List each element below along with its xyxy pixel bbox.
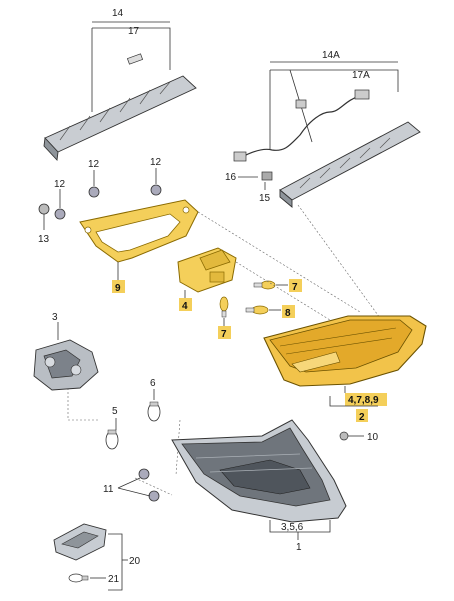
label-356-bracket bbox=[269, 520, 331, 540]
label-5-text: 5 bbox=[112, 406, 118, 417]
part-3-socket-housing bbox=[33, 339, 99, 391]
label-10: 10 bbox=[367, 432, 379, 443]
screw-12-b bbox=[150, 184, 162, 196]
clip-13 bbox=[38, 203, 50, 215]
label-9-text: 9 bbox=[115, 283, 121, 294]
label-7-a-text: 7 bbox=[292, 282, 298, 293]
bulb-7-b bbox=[219, 296, 229, 318]
label-4789: 4,7,8,9 bbox=[345, 393, 387, 406]
label-17-top: 17 bbox=[128, 26, 140, 37]
label-7-b: 7 bbox=[218, 326, 231, 340]
label-13-text: 13 bbox=[38, 234, 50, 245]
label-11-text: 11 bbox=[103, 484, 114, 495]
label-13: 13 bbox=[38, 214, 50, 245]
bulb-21 bbox=[68, 573, 89, 583]
label-2: 2 bbox=[329, 396, 378, 423]
nut-11-a bbox=[138, 468, 150, 480]
bulb-7-a bbox=[253, 280, 276, 290]
label-15: 15 bbox=[259, 182, 271, 204]
part-10-screw bbox=[339, 431, 364, 441]
label-9: 9 bbox=[112, 280, 125, 294]
part-20-bulb-holder bbox=[53, 523, 107, 561]
label-21: 21 bbox=[108, 574, 120, 585]
part-14A-bar-light bbox=[233, 69, 421, 208]
label-7-b-text: 7 bbox=[221, 329, 227, 340]
label-4: 4 bbox=[179, 298, 192, 312]
part-1-outer-tail-lamp bbox=[171, 419, 347, 523]
label-4-text: 4 bbox=[182, 301, 188, 312]
part-9-bracket bbox=[79, 199, 199, 263]
nut-11-b bbox=[148, 490, 160, 502]
screw-12-c bbox=[54, 208, 66, 220]
screw-12-a bbox=[88, 186, 100, 198]
label-12-a: 12 bbox=[88, 159, 100, 186]
label-12-b-text: 12 bbox=[150, 157, 162, 168]
label-7-a: 7 bbox=[289, 279, 302, 293]
label-3-text: 3 bbox=[52, 312, 58, 323]
label-12-c: 12 bbox=[54, 179, 66, 208]
label-3: 3 bbox=[52, 312, 59, 340]
label-20: 20 bbox=[129, 556, 141, 567]
label-16: 16 bbox=[225, 172, 258, 183]
label-15-text: 15 bbox=[259, 193, 271, 204]
label-14A: 14A bbox=[270, 50, 398, 63]
label-1: 1 bbox=[296, 542, 302, 553]
label-11: 11 bbox=[103, 477, 151, 497]
bulb-8 bbox=[245, 305, 269, 315]
label-12-b: 12 bbox=[150, 157, 162, 184]
label-12-c-text: 12 bbox=[54, 179, 66, 190]
label-8: 8 bbox=[282, 305, 295, 319]
bulb-6 bbox=[147, 401, 161, 422]
label-12-a-text: 12 bbox=[88, 159, 100, 170]
part-4-lamp-module bbox=[177, 247, 237, 293]
label-8-text: 8 bbox=[285, 308, 291, 319]
label-6-text: 6 bbox=[150, 378, 156, 389]
label-14: 14 bbox=[92, 8, 170, 23]
label-5: 5 bbox=[112, 406, 118, 430]
label-6: 6 bbox=[150, 378, 156, 400]
label-20-21-bracket bbox=[90, 533, 128, 591]
label-4789-text: 4,7,8,9 bbox=[348, 395, 379, 406]
label-356: 3,5,6 bbox=[281, 522, 304, 533]
label-14A-text: 14A bbox=[322, 50, 340, 61]
bulb-5 bbox=[105, 429, 119, 450]
label-14-text: 14 bbox=[112, 8, 124, 19]
label-17A: 17A bbox=[352, 70, 370, 81]
label-16-text: 16 bbox=[225, 172, 237, 183]
part-2-inner-tail-lamp bbox=[263, 315, 427, 387]
part-14-bar-light bbox=[43, 27, 197, 162]
label-2-text: 2 bbox=[359, 412, 365, 423]
